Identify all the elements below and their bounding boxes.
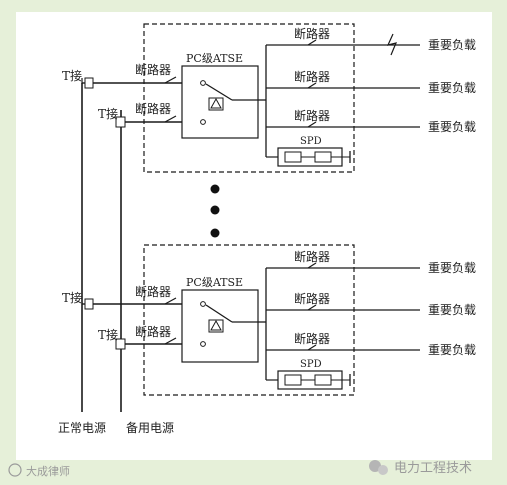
fault-lightning-icon (386, 33, 398, 56)
atse-actuator-icon-1 (210, 97, 222, 109)
atse-terminal-2a (200, 301, 206, 307)
breaker-contact-1a (164, 76, 177, 84)
atse-switch-blade-1 (205, 83, 233, 101)
output-breaker-contact-1-2 (307, 82, 317, 89)
load-label-2-1: 重要负载 (428, 261, 476, 275)
backup-source-label: 备用电源 (126, 421, 174, 435)
atse-terminal-2b (200, 341, 206, 347)
breaker-contact-2a (164, 297, 177, 305)
output-breaker-label-2-2: 断路器 (294, 291, 330, 306)
output-breaker-contact-2-2 (307, 304, 317, 311)
t-tap-label-1b: T接 (98, 106, 118, 121)
continuation-dot-3 (210, 228, 220, 238)
switch-block-1: T接 T接 断路器 断路器 PC级ATSE 断路器 断路器 断路器 重要负载 重… (62, 23, 476, 173)
atse-label-1: PC级ATSE (186, 52, 243, 65)
continuation-dot-2 (210, 205, 220, 215)
t-tap-label-2a: T接 (62, 290, 82, 305)
output-breaker-contact-1-1 (307, 39, 317, 46)
block-1-dashed-frame (143, 23, 355, 173)
t-tap-box-1a (84, 77, 94, 89)
switch-block-2: T接 T接 断路器 断路器 PC级ATSE 断路器 断路器 断路器 重要负载 重… (62, 244, 476, 396)
breaker-contact-2b (164, 337, 177, 345)
atse-switch-blade-2 (205, 304, 233, 323)
load-label-2-3: 重要负载 (428, 343, 476, 357)
block-2-dashed-frame (143, 244, 355, 396)
atse-label-2: PC级ATSE (186, 276, 243, 289)
spd-element-2b (314, 374, 332, 386)
breaker-label-1b: 断路器 (135, 101, 171, 116)
output-breaker-contact-2-1 (307, 262, 317, 269)
atse-terminal-1b (200, 119, 206, 125)
output-breaker-label-2-3: 断路器 (294, 331, 330, 346)
output-breaker-label-2-1: 断路器 (294, 249, 330, 264)
t-tap-label-2b: T接 (98, 327, 118, 342)
spd-element-1b (314, 151, 332, 163)
watermark-right-text: 电力工程技术 (394, 461, 472, 476)
atse-actuator-box-2 (208, 319, 224, 333)
spd-label-1: SPD (300, 136, 322, 147)
output-breaker-label-1-2: 断路器 (294, 69, 330, 84)
watermark-left-logo-icon (8, 463, 22, 477)
breaker-label-2a: 断路器 (135, 284, 171, 299)
load-label-2-2: 重要负载 (428, 303, 476, 317)
atse-box-1 (181, 65, 259, 139)
output-breaker-label-1-3: 断路器 (294, 108, 330, 123)
spd-label-2: SPD (300, 359, 322, 370)
breaker-label-2b: 断路器 (135, 324, 171, 339)
output-breaker-contact-2-3 (307, 344, 317, 351)
output-breaker-label-1-1: 断路器 (294, 26, 330, 41)
continuation-dot-1 (210, 184, 220, 194)
normal-source-label: 正常电源 (58, 421, 106, 435)
load-label-1-2: 重要负载 (428, 81, 476, 95)
watermark-left-text: 大成律师 (26, 464, 70, 478)
atse-actuator-box-1 (208, 97, 224, 111)
load-label-1-1: 重要负载 (428, 38, 476, 52)
breaker-label-1a: 断路器 (135, 62, 171, 77)
t-tap-label-1a: T接 (62, 68, 82, 83)
breaker-contact-1b (164, 115, 177, 123)
watermark-right-wechat-icon (369, 460, 381, 472)
spd-element-1a (284, 151, 302, 163)
atse-actuator-icon-2 (210, 319, 222, 331)
output-breaker-contact-1-3 (307, 121, 317, 128)
spd-element-2a (284, 374, 302, 386)
atse-box-2 (181, 289, 259, 363)
watermark-right-wechat-icon-2 (378, 465, 388, 475)
t-tap-box-2a (84, 298, 94, 310)
atse-terminal-1a (200, 80, 206, 86)
load-label-1-3: 重要负载 (428, 120, 476, 134)
